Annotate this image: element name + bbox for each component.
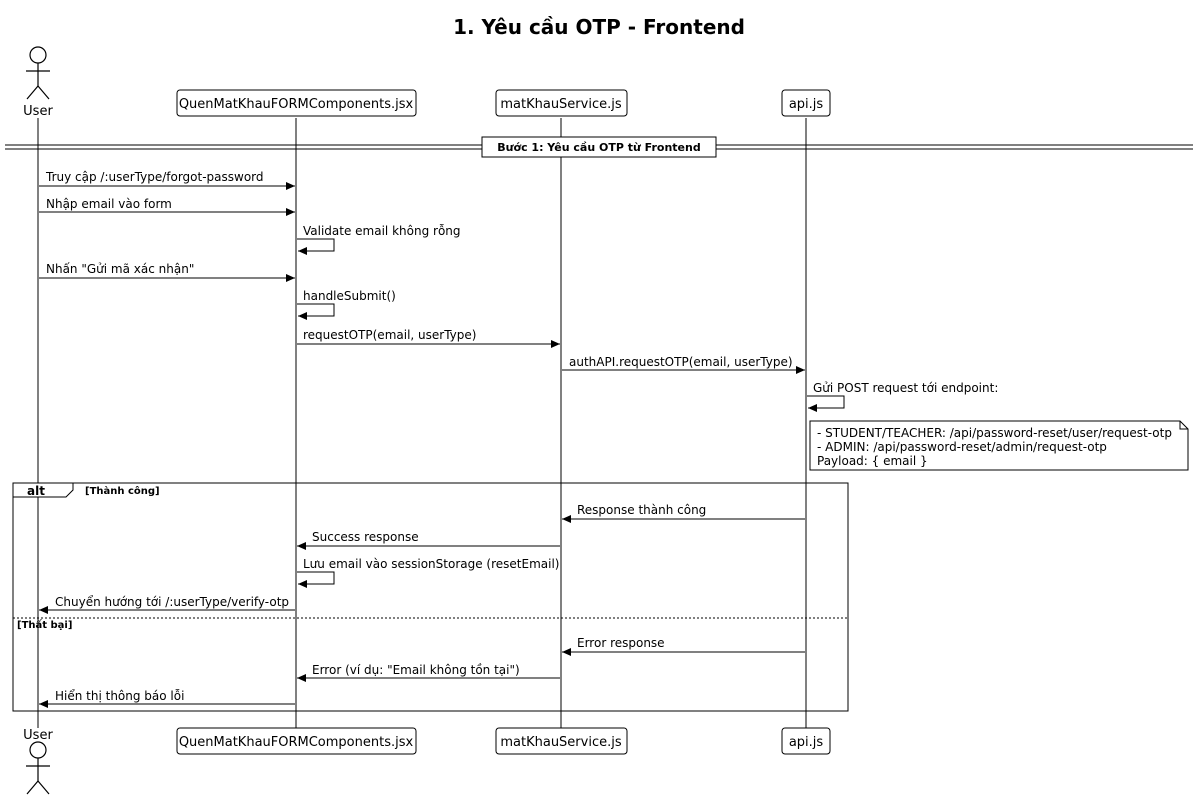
actor-user-top <box>26 46 50 100</box>
step-divider: Bước 1: Yêu cầu OTP từ Frontend <box>5 136 1193 158</box>
message-2-label: Nhập email vào form <box>46 197 172 211</box>
participant-form-bottom: QuenMatKhauFORMComponents.jsx <box>176 727 417 755</box>
message-5-self: handleSubmit() <box>297 289 396 320</box>
participant-form-top: QuenMatKhauFORMComponents.jsx <box>176 89 417 117</box>
failure-message-2: Error (ví dụ: "Email không tồn tại") <box>297 663 560 682</box>
failure-message-1-label: Error response <box>577 636 665 650</box>
success-message-2-label: Success response <box>312 530 419 544</box>
actor-user-bottom <box>26 741 50 795</box>
message-7-label: authAPI.requestOTP(email, userType) <box>569 355 793 369</box>
message-5-label: handleSubmit() <box>303 289 396 303</box>
message-4: Nhấn "Gửi mã xác nhận" <box>39 262 295 282</box>
note-line-3: Payload: { email } <box>817 454 928 468</box>
failure-message-3: Hiển thị thông báo lỗi <box>39 689 295 708</box>
actor-head <box>29 46 47 64</box>
message-8-label: Gửi POST request tới endpoint: <box>813 381 998 395</box>
alt-guard-success: [Thành công] <box>85 485 160 497</box>
participant-api-top: api.js <box>781 89 831 117</box>
alt-keyword: alt <box>27 484 45 498</box>
message-6-label: requestOTP(email, userType) <box>303 328 476 342</box>
failure-message-2-label: Error (ví dụ: "Email không tồn tại") <box>312 663 520 677</box>
success-message-3-label: Lưu email vào sessionStorage (resetEmail… <box>303 557 559 571</box>
success-message-4-label: Chuyển hướng tới /:userType/verify-otp <box>55 595 289 609</box>
message-3-self: Validate email không rỗng <box>297 224 461 255</box>
message-1: Truy cập /:userType/forgot-password <box>39 170 295 190</box>
message-6: requestOTP(email, userType) <box>297 328 560 348</box>
participant-service-top: matKhauService.js <box>495 89 628 117</box>
participant-api-label: api.js <box>789 735 824 750</box>
success-message-3-self: Lưu email vào sessionStorage (resetEmail… <box>297 557 559 588</box>
lifelines <box>37 118 807 728</box>
step-divider-label: Bước 1: Yêu cầu OTP từ Frontend <box>497 141 700 154</box>
message-8-self: Gửi POST request tới endpoint: <box>807 381 998 412</box>
participant-service-bottom: matKhauService.js <box>495 727 628 755</box>
message-2: Nhập email vào form <box>39 197 295 216</box>
message-4-label: Nhấn "Gửi mã xác nhận" <box>46 262 194 276</box>
alt-fragment: alt [Thành công] [Thất bại] <box>12 482 849 712</box>
participant-form-label: QuenMatKhauFORMComponents.jsx <box>179 735 414 750</box>
message-3-label: Validate email không rỗng <box>303 224 461 238</box>
message-1-label: Truy cập /:userType/forgot-password <box>45 170 264 184</box>
note-line-2: - ADMIN: /api/password-reset/admin/reque… <box>817 440 1107 454</box>
participant-service-label: matKhauService.js <box>500 735 621 750</box>
success-message-1-label: Response thành công <box>577 503 706 517</box>
alt-guard-failure: [Thất bại] <box>17 618 72 631</box>
failure-message-1: Error response <box>562 636 805 656</box>
success-message-1: Response thành công <box>562 503 805 523</box>
participant-api-label: api.js <box>789 97 824 112</box>
note-line-1: - STUDENT/TEACHER: /api/password-reset/u… <box>817 426 1172 440</box>
success-message-4: Chuyển hướng tới /:userType/verify-otp <box>39 595 295 614</box>
participant-service-label: matKhauService.js <box>500 97 621 112</box>
failure-message-3-label: Hiển thị thông báo lỗi <box>55 689 184 703</box>
actor-head <box>29 741 47 759</box>
actor-user-label-top: User <box>23 104 53 119</box>
actor-user-label-bottom: User <box>23 728 53 743</box>
success-message-2: Success response <box>297 530 560 550</box>
endpoint-note: - STUDENT/TEACHER: /api/password-reset/u… <box>809 420 1189 471</box>
participant-form-label: QuenMatKhauFORMComponents.jsx <box>179 97 414 112</box>
participant-api-bottom: api.js <box>781 727 831 755</box>
diagram-title: 1. Yêu cầu OTP - Frontend <box>453 15 745 39</box>
message-7: authAPI.requestOTP(email, userType) <box>562 355 805 374</box>
